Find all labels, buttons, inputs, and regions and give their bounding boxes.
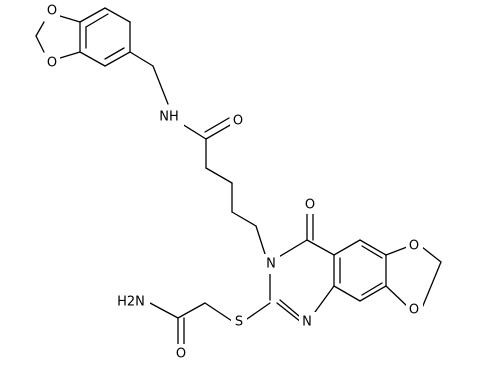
svg-text:O: O <box>233 114 243 129</box>
atom-o-benzo-top: O <box>44 2 60 20</box>
atom-o-dioxole-right-top: O <box>406 237 423 255</box>
bond-network <box>35 7 442 346</box>
atom-s-thioether: S <box>231 312 247 332</box>
svg-text:O: O <box>47 4 57 19</box>
svg-text:O: O <box>409 303 419 318</box>
svg-text:O: O <box>305 198 315 213</box>
atom-o-primary-amide: O <box>172 344 190 364</box>
svg-text:O: O <box>47 56 57 71</box>
atom-o-dioxole-right-bottom: O <box>406 301 423 319</box>
atom-nh-amide: NH <box>154 107 184 127</box>
atom-o-benzo-bottom: O <box>44 54 60 72</box>
svg-text:N: N <box>266 257 276 272</box>
svg-text:H2N: H2N <box>117 295 145 310</box>
atom-nh2-amide: H2N <box>112 292 150 312</box>
svg-text:O: O <box>409 239 419 254</box>
atom-n-ring: N <box>262 254 280 274</box>
svg-text:N: N <box>302 315 312 330</box>
svg-text:NH: NH <box>159 110 179 125</box>
atom-o-quinazolinone: O <box>301 196 319 214</box>
svg-text:S: S <box>235 315 243 330</box>
atom-labels: O O NH O O N O O <box>44 2 423 364</box>
atom-o-amide-carbonyl: O <box>230 112 246 130</box>
atom-n-ring-lower: N <box>299 312 316 332</box>
svg-text:O: O <box>176 347 186 362</box>
